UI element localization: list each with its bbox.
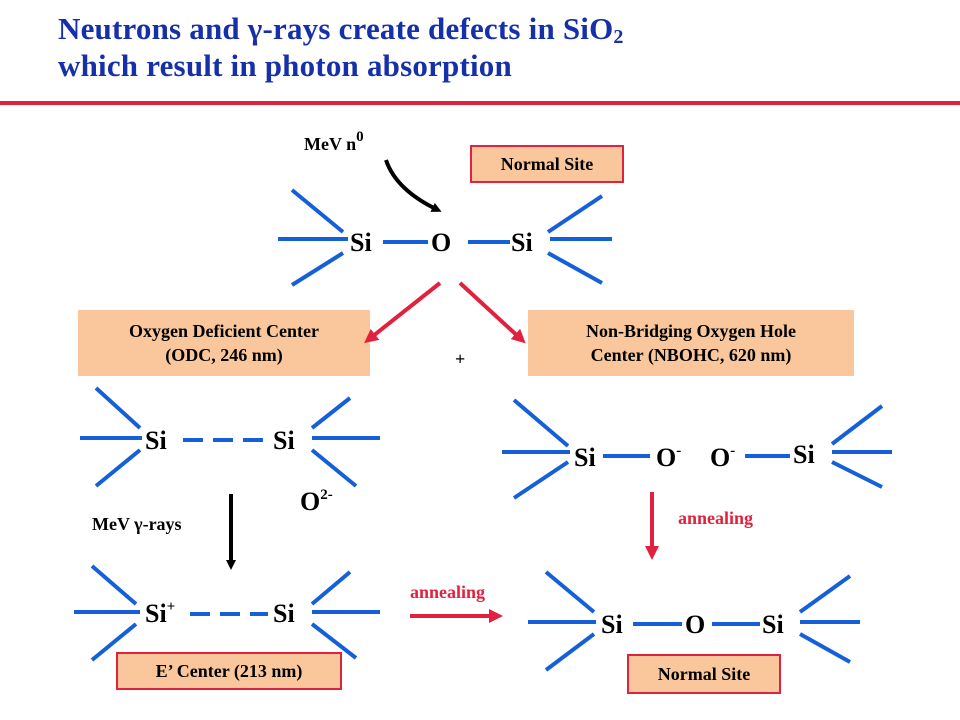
bottom-si-right: Si — [762, 610, 784, 639]
o2-ion: O2- — [300, 487, 333, 516]
neutron-arrow — [384, 159, 442, 212]
e-center-box: E’ Center (213 nm) — [116, 652, 342, 690]
title-text-b: -rays create defects in SiO — [262, 11, 614, 46]
nbohc-box: Non-Bridging Oxygen Hole Center (NBOHC, … — [528, 310, 854, 376]
annealing-label-bottom: annealing — [410, 582, 485, 602]
nbohc-box-line-1: Non-Bridging Oxygen Hole — [585, 321, 796, 341]
odc-bonds — [80, 386, 380, 488]
bottom-bonds — [528, 570, 860, 672]
e-center-si-plus: Si+ — [145, 599, 175, 628]
top-o: O — [431, 228, 451, 257]
top-bonds — [278, 188, 612, 287]
odc-box-line-2: (ODC, 246 nm) — [165, 345, 283, 365]
nbohc-bonds — [502, 398, 892, 500]
nbohc-o-right: O- — [710, 443, 735, 472]
normal-site-label-top: Normal Site — [500, 154, 594, 174]
nbohc-box-line-2: Center (NBOHC, 620 nm) — [590, 345, 792, 365]
gamma-rays-label: MeV γ-rays — [92, 514, 182, 534]
arrow-to-odc — [364, 281, 442, 344]
neutron-label: MeV n0 — [304, 129, 364, 154]
page-title: Neutrons and γ-rays create defects in Si… — [58, 10, 624, 84]
title-line-2: which result in photon absorption — [58, 48, 512, 83]
normal-site-label-bottom: Normal Site — [657, 664, 751, 684]
title-text-a: Neutrons and — [58, 11, 248, 46]
e-center-si-right: Si — [273, 599, 295, 628]
nbohc-si-right: Si — [793, 440, 815, 469]
top-si-left: Si — [350, 228, 372, 257]
e-center-label: E’ Center (213 nm) — [155, 661, 303, 681]
odc-box-line-1: Oxygen Deficient Center — [129, 321, 319, 341]
normal-site-box-bottom: Normal Site — [627, 654, 781, 694]
top-si-right: Si — [511, 228, 533, 257]
normal-site-box-top: Normal Site — [470, 145, 624, 183]
title-subscript: 2 — [613, 26, 624, 48]
bottom-si-left: Si — [601, 610, 623, 639]
odc-box: Oxygen Deficient Center (ODC, 246 nm) — [78, 310, 370, 376]
bottom-o: O — [685, 610, 705, 639]
odc-si-left: Si — [145, 426, 167, 455]
plus-sign: + — [455, 349, 465, 369]
arrow-to-nbohc — [458, 281, 526, 344]
nbohc-si-left: Si — [574, 443, 596, 472]
gamma-symbol: γ — [247, 11, 263, 46]
nbohc-o-left: O- — [656, 443, 681, 472]
annealing-label-right: annealing — [678, 508, 753, 528]
e-center-bonds — [74, 564, 380, 662]
odc-si-right: Si — [273, 426, 295, 455]
title-underline — [0, 101, 960, 105]
